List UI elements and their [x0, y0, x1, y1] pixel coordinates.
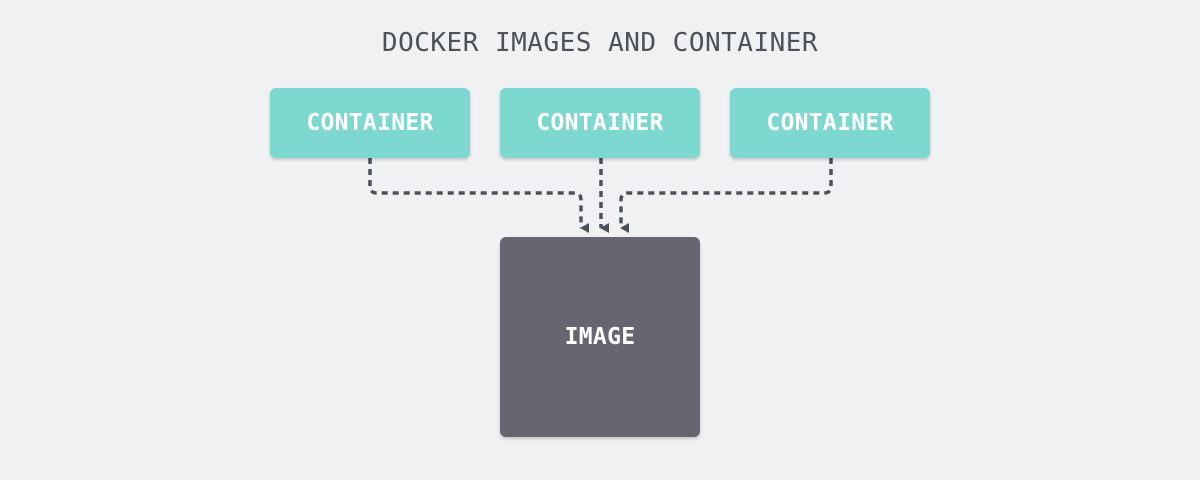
diagram-title: DOCKER IMAGES AND CONTAINER	[381, 28, 819, 58]
container-node-2: CONTAINER	[500, 88, 700, 158]
container-node-label: CONTAINER	[766, 110, 894, 136]
image-node-label: IMAGE	[564, 324, 636, 350]
container-node-label: CONTAINER	[306, 110, 434, 136]
container-node-1: CONTAINER	[270, 88, 470, 158]
image-node: IMAGE	[500, 237, 700, 437]
connector-container-1-to-image	[368, 158, 589, 233]
container-node-label: CONTAINER	[536, 110, 664, 136]
container-node-3: CONTAINER	[730, 88, 930, 158]
connector-container-3-to-image	[619, 158, 833, 233]
